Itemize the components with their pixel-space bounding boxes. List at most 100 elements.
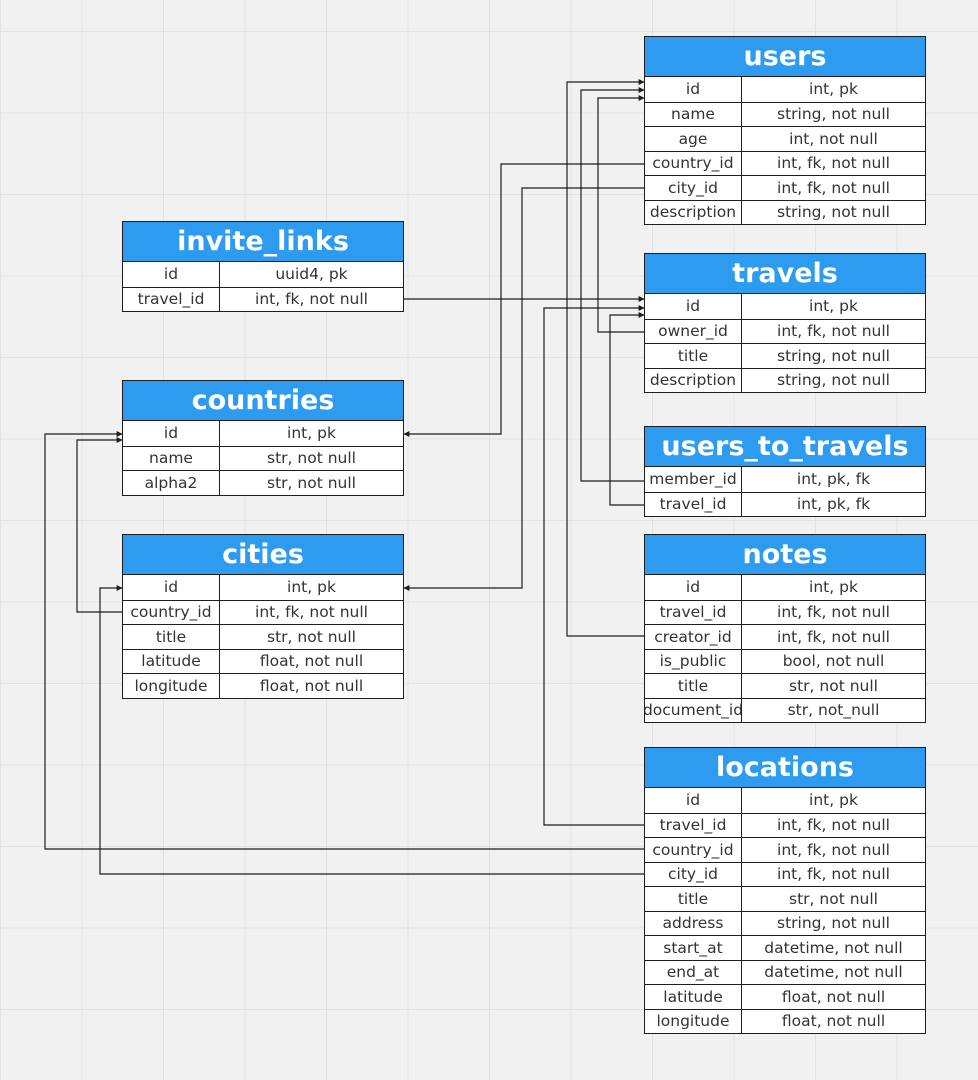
table-title: cities	[123, 535, 403, 575]
field-name: country_id	[645, 151, 742, 175]
field-name: end_at	[645, 960, 742, 984]
relation-connector	[543, 305, 645, 826]
field-name: city_id	[645, 176, 742, 200]
field-name: start_at	[645, 936, 742, 960]
relation-connector	[44, 431, 644, 850]
field-name: travel_id	[645, 813, 742, 837]
field-type: uuid4, pk	[275, 265, 348, 284]
field-name: creator_id	[645, 625, 742, 649]
field-name: is_public	[645, 649, 742, 673]
field-row[interactable]: travel_id int, fk, not null	[645, 599, 925, 624]
field-type: int, fk, not null	[777, 178, 890, 197]
relation-connector	[76, 437, 123, 613]
field-name: id	[123, 421, 220, 446]
relation-connector	[597, 95, 645, 333]
field-type: int, fk, not null	[777, 840, 890, 859]
field-row[interactable]: travel_id int, fk, not null	[645, 812, 925, 837]
field-name: name	[645, 102, 742, 126]
field-type: float, not null	[781, 987, 886, 1006]
field-type: int, pk	[809, 791, 858, 810]
field-name: id	[645, 294, 742, 319]
table-title: travels	[645, 254, 925, 294]
field-type: int, fk, not null	[777, 627, 890, 646]
field-type: int, fk, not null	[777, 603, 890, 622]
table-title: invite_links	[123, 222, 403, 262]
field-name: title	[645, 344, 742, 368]
field-name: latitude	[645, 985, 742, 1009]
field-type: string, not null	[777, 105, 890, 124]
field-name: city_id	[645, 862, 742, 886]
field-type: str, not null	[267, 449, 356, 468]
field-type: int, fk, not null	[777, 816, 890, 835]
field-type: int, pk	[809, 578, 858, 597]
table-title: countries	[123, 381, 403, 421]
field-row[interactable]: name string, not null	[645, 101, 925, 126]
field-name: longitude	[645, 1009, 742, 1033]
field-type: str, not_null	[787, 701, 880, 720]
field-row[interactable]: city_id int, fk, not null	[645, 175, 925, 200]
table-title: notes	[645, 535, 925, 575]
field-name: travel_id	[123, 287, 220, 311]
field-type: string, not null	[777, 203, 890, 222]
field-row[interactable]: creator_id int, fk, not null	[645, 624, 925, 649]
field-row[interactable]: description string, not null	[645, 199, 925, 224]
field-type: int, fk, not null	[255, 290, 368, 309]
field-type: int, pk, fk	[796, 495, 871, 514]
field-row[interactable]: document_id str, not_null	[645, 697, 925, 722]
field-name: document_id	[645, 698, 742, 722]
field-type: str, not null	[267, 473, 356, 492]
field-type: str, not null	[789, 889, 878, 908]
field-name: owner_id	[645, 319, 742, 343]
table-title: users_to_travels	[645, 427, 925, 467]
field-type: int, pk	[287, 578, 336, 597]
field-type: float, not null	[259, 676, 364, 695]
field-row[interactable]: latitude float, not null	[645, 984, 925, 1009]
field-row[interactable]: id int, pk	[123, 421, 403, 446]
field-name: description	[645, 200, 742, 224]
field-type: int, pk	[287, 424, 336, 443]
field-row[interactable]: travel_id int, fk, not null	[123, 286, 403, 311]
field-name: travel_id	[645, 600, 742, 624]
